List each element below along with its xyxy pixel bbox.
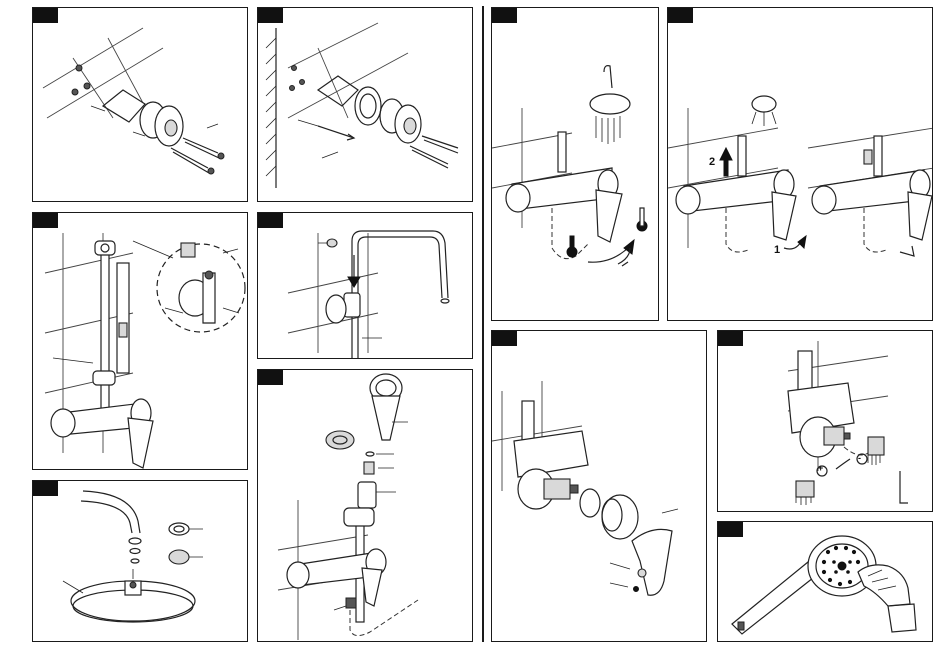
panel-wall-mounting-spacer [257, 7, 473, 202]
panel-wall-mounting [32, 7, 248, 202]
head-shower-icon [590, 94, 630, 114]
wall-bracket [326, 295, 346, 323]
wall-plug-dot [76, 65, 82, 71]
lever-handle [772, 192, 796, 240]
seal-washer [366, 452, 374, 456]
riser-rail [558, 132, 566, 172]
diverter-illustration [668, 8, 933, 321]
cover-sleeve [602, 495, 638, 539]
hose-dashed [726, 208, 748, 252]
head-shower-illustration [33, 481, 248, 642]
wall-hatching [266, 38, 276, 176]
cleaning-hand [858, 565, 910, 606]
slider-clamp [93, 371, 115, 385]
shower-rail-illustration [33, 213, 248, 470]
panel-head-shower-arm [32, 480, 248, 642]
lever-handle [128, 418, 153, 468]
hand-shower-handle [372, 396, 400, 440]
washer-part [327, 239, 337, 247]
sleeve-cuff [888, 604, 916, 632]
nozzle-cleaning-illustration [718, 522, 933, 642]
water-spray [596, 116, 620, 144]
top-bracket [95, 241, 115, 255]
hex-key-icon [900, 471, 908, 503]
hose-fitting [346, 598, 356, 608]
shower-arm [81, 491, 140, 533]
rotate-arrow-icon [836, 459, 850, 469]
arm-connector [344, 293, 360, 317]
panel-nozzle-cleaning [717, 521, 933, 642]
slide-holder [344, 508, 374, 526]
hose-connector [358, 482, 376, 508]
panel-diverter-steps: 2 1 [667, 7, 933, 321]
lever-handle [596, 190, 622, 242]
detail-connector [203, 273, 215, 323]
seal-ring [169, 523, 189, 535]
lever-handle [632, 529, 672, 595]
filter-illustration [718, 331, 933, 512]
panel-temperature-control [491, 7, 659, 321]
head-shower-pipe [604, 66, 612, 88]
wall-plug-dot [84, 83, 90, 89]
filter-screen [868, 437, 884, 455]
panel-shower-rail-mixer [32, 212, 248, 470]
spacer-ring [355, 87, 381, 125]
lever-handle [362, 568, 382, 606]
o-ring [580, 489, 600, 517]
cartridge [824, 427, 844, 445]
shower-arm-illustration [258, 213, 473, 359]
panel-lever-cartridge [491, 330, 707, 642]
slider-knob [119, 323, 127, 337]
hand-shower-handle [732, 562, 818, 634]
temperature-illustration [492, 8, 659, 321]
wall-mounting-illustration [33, 8, 248, 202]
screw-cap [634, 587, 639, 592]
riser-rail-2 [874, 136, 882, 176]
screw-head [218, 153, 224, 159]
washer [129, 538, 141, 544]
filter-insert [181, 243, 195, 257]
washer [130, 549, 140, 554]
diverter-knob [864, 150, 872, 164]
distance-arrow [318, 126, 354, 138]
handle-screw [638, 569, 646, 577]
spacer-mounting-illustration [258, 8, 473, 202]
lever-cartridge-illustration [492, 331, 707, 642]
panel-cartridge-filter: + - [717, 330, 933, 512]
wall-plug-dot [72, 89, 78, 95]
mixer-inlet-left [51, 409, 75, 437]
hose-nut [364, 462, 374, 474]
return-arrow-icon [900, 246, 914, 256]
lever-handle-2 [908, 192, 932, 240]
washer [131, 559, 139, 563]
riser-rail [738, 136, 746, 176]
riser-rail [101, 243, 109, 423]
spray-disc [326, 431, 354, 449]
panel-shower-arm-insertion [257, 212, 473, 359]
column-divider [482, 6, 484, 642]
filter-screen-loose [796, 481, 814, 497]
hand-shower-head-icon [752, 96, 776, 112]
screw-shaft [171, 148, 209, 173]
diverter-up-arrow [724, 158, 728, 176]
filter-screen [169, 550, 189, 564]
flange-nut [165, 120, 177, 136]
hand-shower-holder [117, 263, 129, 373]
screw-shafts [410, 136, 458, 168]
screw-shaft [183, 138, 219, 158]
hand-shower-illustration [258, 370, 473, 642]
screw-head [208, 168, 214, 174]
shower-arm-pipe [352, 231, 448, 359]
cartridge [544, 479, 570, 499]
panel-hand-shower-assembly [257, 369, 473, 642]
